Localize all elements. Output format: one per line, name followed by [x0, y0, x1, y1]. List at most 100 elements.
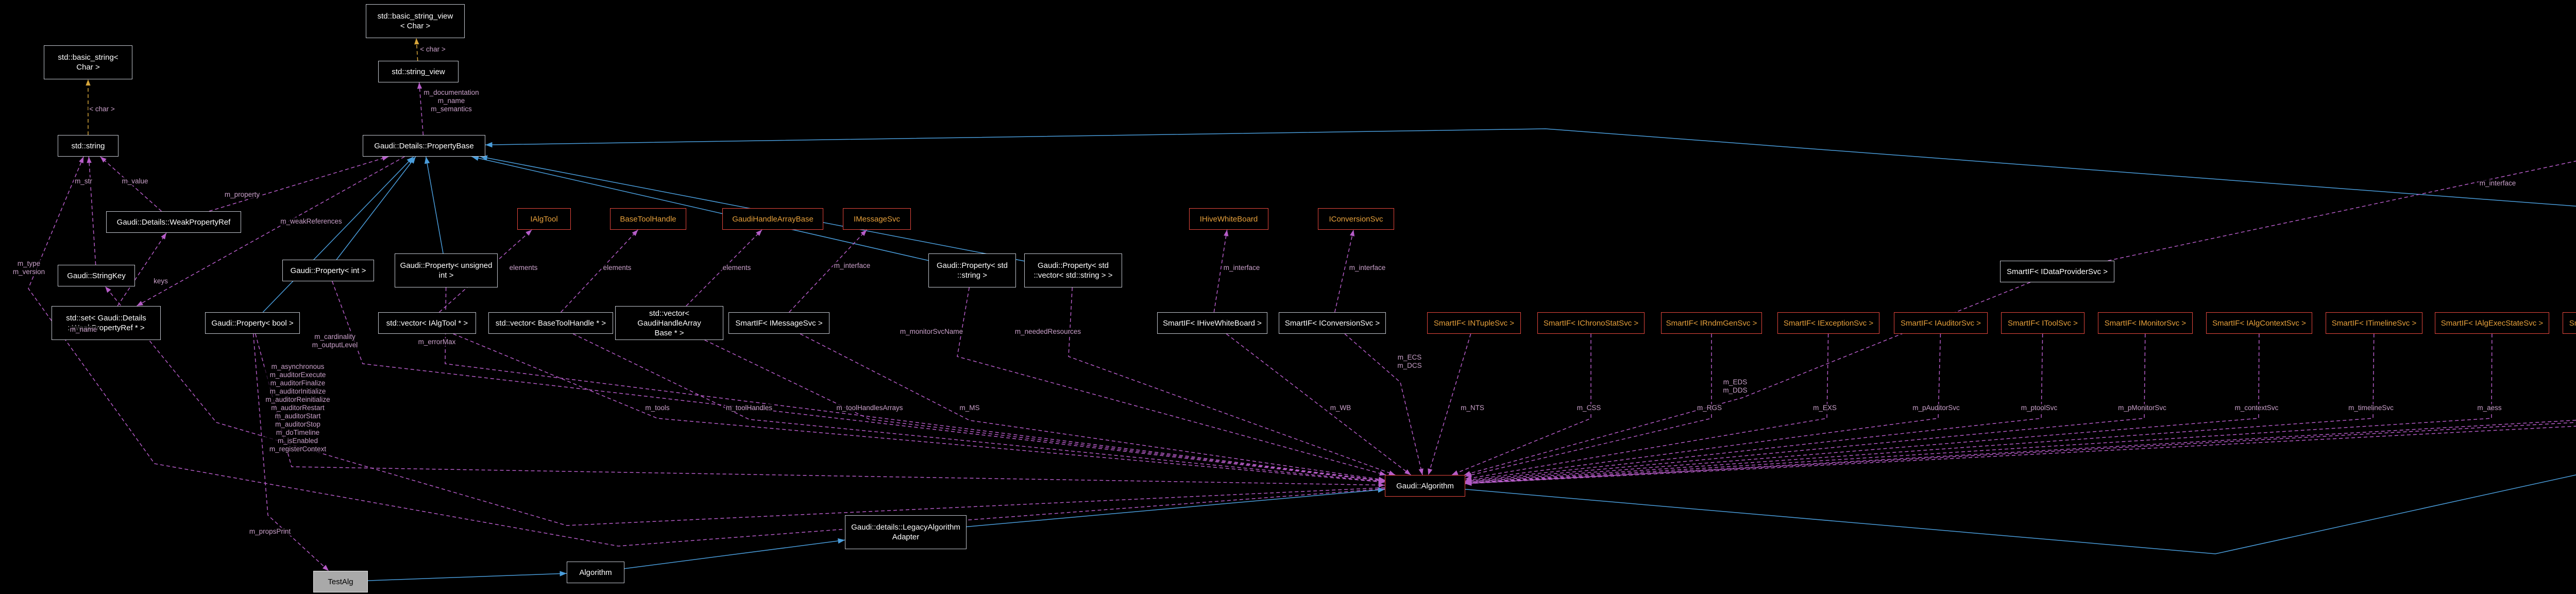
node-smartif-imessagesvc-line: SmartIF< IMessageSvc >	[735, 318, 823, 328]
edge-label-m_value: m_value	[121, 177, 149, 185]
node-string-view[interactable]: std::string_view	[378, 61, 459, 82]
node-smartif-ihivewhiteboard[interactable]: SmartIF< IHiveWhiteBoard >	[1157, 312, 1267, 334]
node-basic-string-view-line: std::basic_string_view	[377, 12, 453, 21]
node-basic-string[interactable]: std::basic_string<Char >	[44, 45, 132, 79]
edge-label-elements: elements	[721, 264, 752, 272]
node-imessagesvc[interactable]: IMessageSvc	[843, 208, 911, 230]
edge-label-m_str: m_str	[74, 177, 93, 185]
node-prop-vec-string-line: Gaudi::Property< std	[1038, 261, 1109, 270]
node-smartif-ialgexecstatesvc-line: SmartIF< IAlgExecStateSvc >	[2441, 318, 2544, 328]
node-prop-string-line: Gaudi::Property< std	[937, 261, 1008, 270]
edge-label-m_neededResources: m_neededResources	[1013, 328, 1082, 336]
edge-prop-dataobjidcoll--property-base	[485, 128, 2576, 207]
edge-smartif-itoolsvc--gaudi-algorithm	[1465, 333, 2043, 483]
node-algorithm-line: Algorithm	[579, 568, 612, 577]
node-weak-property-ref[interactable]: Gaudi::Details::WeakPropertyRef	[106, 211, 241, 233]
node-legacy-algorithm-adapter-line: Gaudi::details::LegacyAlgorithm	[851, 523, 960, 532]
node-basetoolhandle[interactable]: BaseToolHandle	[610, 208, 686, 230]
edge-prop-int--gaudi-algorithm	[332, 281, 1385, 483]
node-smartif-itoolsvc[interactable]: SmartIF< IToolSvc >	[2001, 312, 2084, 334]
node-smartif-ichronostatsvc-line: SmartIF< IChronoStatSvc >	[1543, 318, 1639, 328]
edge-algorithm--legacy-algorithm-adapter	[624, 538, 845, 569]
node-property-base[interactable]: Gaudi::Details::PropertyBase	[363, 135, 485, 157]
node-gaudihandlearraybase-line: GaudiHandleArrayBase	[732, 214, 814, 224]
edge-label-m_cardinality: m_cardinality m_outputLevel	[311, 333, 359, 349]
node-set-weak-property-ref[interactable]: std::set< Gaudi::Details::WeakPropertyRe…	[52, 306, 161, 340]
node-smartif-itoolsvc-line: SmartIF< IToolSvc >	[2008, 318, 2078, 328]
node-string-key[interactable]: Gaudi::StringKey	[58, 265, 135, 286]
node-smartif-irndmgensvc[interactable]: SmartIF< IRndmGenSvc >	[1661, 312, 1762, 334]
edge-label-keys: keys	[152, 277, 169, 285]
edge-string-view--basic-string-view	[414, 38, 419, 61]
edge-string-key--std-string	[87, 156, 96, 265]
edge-smartif-iconversionsvc--gaudi-algorithm	[1344, 333, 1423, 476]
node-set-weak-property-ref-line: std::set< Gaudi::Details	[66, 314, 146, 323]
node-ihivewhiteboard-line: IHiveWhiteBoard	[1199, 214, 1258, 224]
edge-label-m_toolHandles: m_toolHandles	[724, 404, 774, 412]
node-algorithm[interactable]: Algorithm	[567, 562, 624, 583]
edge-label-m_NTS: m_NTS	[1460, 404, 1485, 412]
edge-prop-bool--property-base	[262, 156, 414, 313]
node-testalg[interactable]: TestAlg	[313, 571, 368, 592]
node-gaudihandlearraybase[interactable]: GaudiHandleArrayBase	[722, 208, 823, 230]
edge-label-elements: elements	[602, 264, 633, 272]
edge-label-m_EXS: m_EXS	[1812, 404, 1838, 412]
edge-gaudi-algorithm--std-string	[28, 156, 1385, 547]
node-ihivewhiteboard[interactable]: IHiveWhiteBoard	[1189, 208, 1268, 230]
node-basetoolhandle-line: BaseToolHandle	[620, 214, 676, 224]
edge-smartif-imessagesvc--gaudi-algorithm	[800, 333, 1385, 482]
node-prop-int-line: Gaudi::Property< int >	[290, 266, 366, 275]
node-smartif-imessagesvc[interactable]: SmartIF< IMessageSvc >	[728, 312, 829, 334]
edge-label-m_tools: m_tools	[644, 404, 671, 412]
node-prop-string-line: ::string >	[957, 271, 987, 280]
node-basic-string-line: std::basic_string<	[58, 53, 118, 62]
edge-testalg--algorithm	[367, 571, 567, 581]
node-weak-property-ref-line: Gaudi::Details::WeakPropertyRef	[116, 217, 231, 227]
node-smartif-iconversionsvc[interactable]: SmartIF< IConversionSvc >	[1279, 312, 1386, 334]
node-prop-int[interactable]: Gaudi::Property< int >	[282, 260, 374, 281]
node-vec-basetoolhandle-line: std::vector< BaseToolHandle * >	[495, 318, 606, 328]
edge-label-m_RGS: m_RGS	[1696, 404, 1723, 412]
node-basic-string-line: Char >	[76, 63, 100, 72]
edge-smartif-ialgcontextsvc--gaudi-algorithm	[1465, 333, 2260, 485]
node-prop-uint-line: int >	[438, 271, 454, 280]
edge-smartif-iauditorsvc--gaudi-algorithm	[1465, 333, 1941, 482]
edge-label-m_interface: m_interface	[1222, 264, 1261, 272]
node-vec-basetoolhandle[interactable]: std::vector< BaseToolHandle * >	[488, 312, 613, 334]
node-smartif-irndmgensvc-line: SmartIF< IRndmGenSvc >	[1666, 318, 1757, 328]
node-iconversionsvc[interactable]: IConversionSvc	[1318, 208, 1394, 230]
node-smartif-ialgexecstatesvc[interactable]: SmartIF< IAlgExecStateSvc >	[2435, 312, 2549, 334]
node-vec-ialgtool[interactable]: std::vector< IAlgTool * >	[378, 312, 476, 334]
node-smartif-isvclocator[interactable]: SmartIF< ISvcLocator >	[2563, 312, 2576, 334]
node-prop-vec-string[interactable]: Gaudi::Property< std::vector< std::strin…	[1024, 253, 1122, 287]
node-basic-string-view[interactable]: std::basic_string_view< Char >	[366, 4, 465, 38]
node-smartif-itimelinesvc[interactable]: SmartIF< ITimelineSvc >	[2326, 312, 2422, 334]
node-smartif-itimelinesvc-line: SmartIF< ITimelineSvc >	[2331, 318, 2417, 328]
node-prop-bool[interactable]: Gaudi::Property< bool >	[205, 312, 300, 334]
node-prop-string[interactable]: Gaudi::Property< std::string >	[928, 253, 1016, 287]
node-smartif-isvclocator-line: SmartIF< ISvcLocator >	[2569, 318, 2576, 328]
node-prop-uint-line: Gaudi::Property< unsigned	[400, 261, 493, 270]
node-smartif-ialgcontextsvc[interactable]: SmartIF< IAlgContextSvc >	[2206, 312, 2312, 334]
node-gaudi-algorithm[interactable]: Gaudi::Algorithm	[1385, 475, 1465, 497]
edge-label-m_ECS: m_ECS m_DCS	[1396, 353, 1423, 370]
edge-label-m_EDS: m_EDS m_DDS	[1722, 378, 1749, 395]
node-smartif-ichronostatsvc[interactable]: SmartIF< IChronoStatSvc >	[1537, 312, 1645, 334]
node-std-string[interactable]: std::string	[58, 135, 118, 157]
edge-label-m_contextSvc: m_contextSvc	[2233, 404, 2280, 412]
node-ialgtool[interactable]: IAlgTool	[517, 208, 571, 230]
node-smartif-iauditorsvc[interactable]: SmartIF< IAuditorSvc >	[1894, 312, 1988, 334]
node-smartif-intuplesvc[interactable]: SmartIF< INTupleSvc >	[1427, 312, 1521, 334]
edge-smartif-idataprovidersvc--idataprovidersvc	[2108, 160, 2576, 261]
edge-label-m_weakReferences: m_weakReferences	[279, 217, 343, 226]
node-smartif-imonitorsvc[interactable]: SmartIF< IMonitorSvc >	[2098, 312, 2193, 334]
node-smartif-idataprovidersvc[interactable]: SmartIF< IDataProviderSvc >	[2000, 261, 2114, 282]
edge-gaudi-algorithm--datahandleholderbase	[1465, 474, 2576, 554]
node-smartif-iexceptionsvc[interactable]: SmartIF< IExceptionSvc >	[1777, 312, 1879, 334]
edge-prop-string--property-base	[471, 155, 929, 261]
edge-smartif-isvclocator--gaudi-algorithm	[1465, 419, 2576, 486]
